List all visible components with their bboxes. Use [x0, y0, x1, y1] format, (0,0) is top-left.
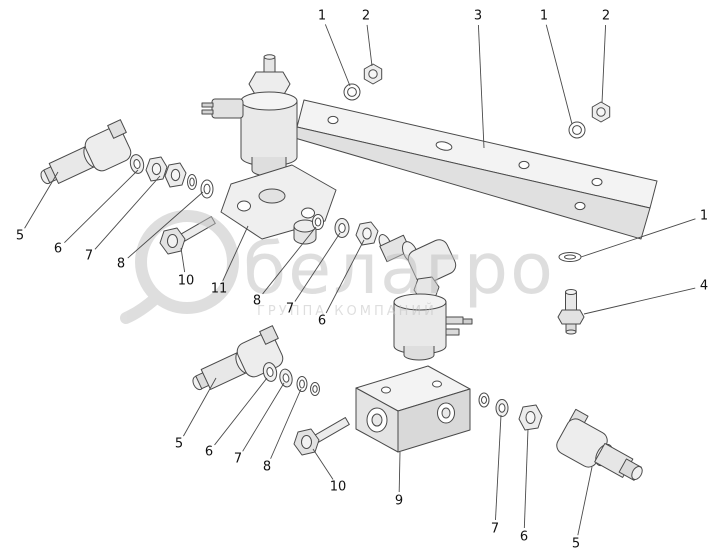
leader-line: [601, 24, 607, 104]
leader-line: [64, 169, 139, 243]
leader-line: [366, 24, 373, 67]
callout-1: 1: [540, 9, 548, 24]
callout-5: 5: [16, 229, 24, 244]
leader-line: [270, 388, 302, 459]
callout-11: 11: [211, 282, 228, 297]
callout-7: 7: [491, 522, 499, 537]
callout-2: 2: [362, 9, 370, 24]
leader-line: [222, 225, 249, 282]
seal-set-middle: [312, 214, 379, 246]
callout-7: 7: [286, 302, 294, 317]
leader-line: [325, 239, 365, 314]
leader-line: [580, 218, 696, 258]
nut-top-right: [591, 101, 611, 123]
seal-set-upper-left: [129, 154, 214, 199]
leader-line: [577, 466, 593, 536]
leader-line: [495, 414, 502, 521]
elbow-fitting-upper-left: [40, 119, 132, 185]
bolt-lower: [293, 417, 350, 456]
watermark-subtitle: ГРУППА КОМПАНИЙ: [257, 303, 437, 319]
nut-top-left: [363, 63, 383, 85]
watermark-brand: белагро: [243, 228, 555, 310]
watermark-logo-icon: [120, 210, 239, 324]
mounting-bracket: [287, 99, 658, 240]
leader-line: [94, 175, 161, 250]
solenoid-valve-middle: [378, 234, 473, 361]
callout-6: 6: [318, 314, 326, 329]
leader-line: [24, 171, 59, 229]
leader-line: [545, 24, 573, 125]
leader-line: [214, 377, 268, 446]
callout-layer: 1 2 3 1 2 1 4 5 6 7 8 10 11 8 7 6 5 6 7 8 10 9 7 6 5: [16, 9, 708, 552]
callout-4: 4: [700, 279, 708, 294]
callout-1: 1: [318, 9, 326, 24]
callout-7: 7: [234, 452, 242, 467]
callout-8: 8: [263, 460, 271, 475]
callout-8: 8: [117, 257, 125, 272]
leader-line: [127, 191, 204, 259]
solenoid-valve-upper: [201, 54, 337, 245]
callout-3: 3: [474, 9, 482, 24]
callout-5: 5: [572, 537, 580, 552]
callout-6: 6: [54, 242, 62, 257]
callout-9: 9: [395, 494, 403, 509]
retaining-ring-right: [558, 252, 582, 262]
callout-10: 10: [330, 480, 347, 495]
drawing-layer: [40, 54, 658, 481]
callout-6: 6: [205, 445, 213, 460]
elbow-fitting-bottom-right: [556, 408, 643, 481]
watermark: белагро ГРУППА КОМПАНИЙ: [120, 210, 555, 324]
seal-set-lower-left: [262, 362, 320, 396]
leader-line: [294, 232, 341, 302]
callout-5: 5: [175, 437, 183, 452]
callout-6: 6: [520, 530, 528, 545]
leader-line: [398, 451, 401, 493]
leader-line: [180, 247, 186, 273]
lock-washer-top-right: [568, 121, 586, 139]
seal-set-bottom-right: [478, 392, 543, 431]
callout-10: 10: [178, 274, 195, 289]
leader-line: [312, 448, 334, 480]
leader-line: [183, 377, 217, 437]
lock-washer-top-left: [343, 83, 361, 101]
callout-8: 8: [253, 294, 261, 309]
valve-block: [355, 365, 471, 453]
leader-line: [583, 287, 696, 315]
leader-line: [477, 24, 485, 149]
leader-line: [242, 382, 285, 452]
callout-7: 7: [85, 249, 93, 264]
callout-2: 2: [602, 9, 610, 24]
stud-fitting: [557, 289, 585, 335]
leader-line: [324, 24, 351, 87]
leader-line: [523, 428, 529, 529]
callout-1: 1: [700, 209, 708, 224]
leader-line: [262, 226, 317, 295]
